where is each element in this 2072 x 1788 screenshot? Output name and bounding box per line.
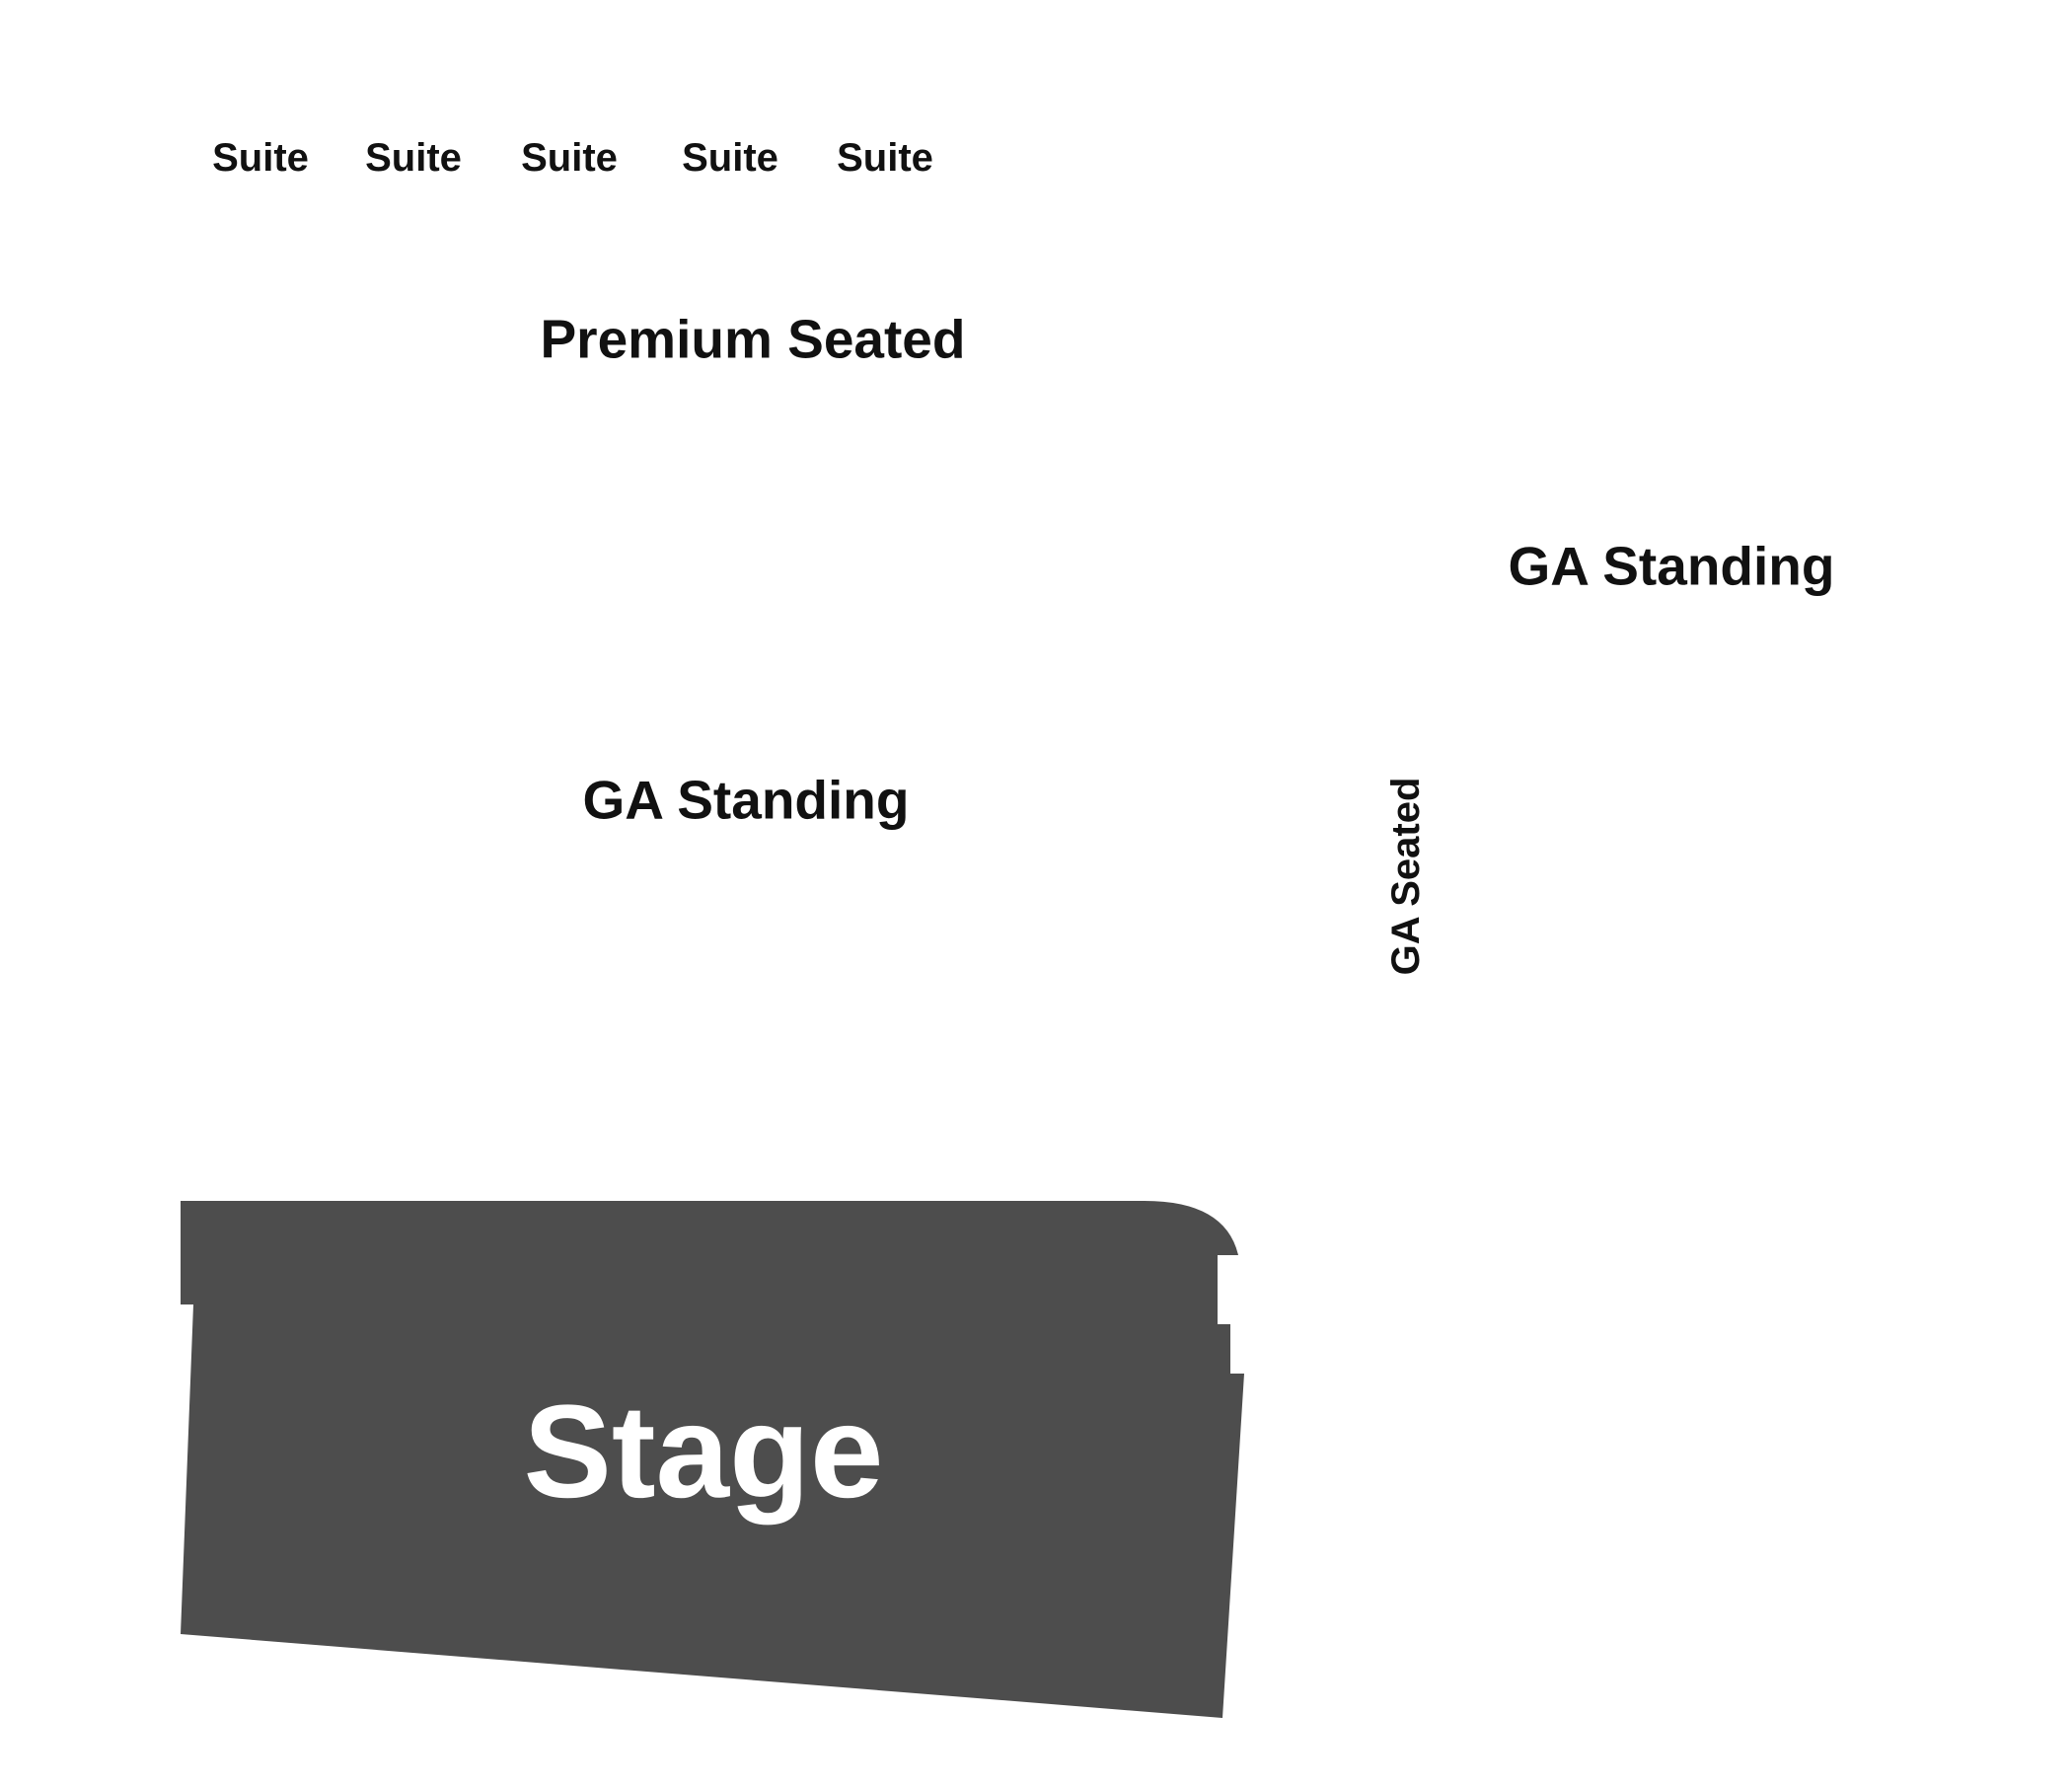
section-suite-4[interactable]: Suite [682,136,778,180]
section-ga-seated[interactable]: GA Seated [1384,777,1428,976]
section-suite-1[interactable]: Suite [212,136,309,180]
section-premium-seated[interactable]: Premium Seated [540,308,966,370]
stage-area[interactable] [181,1201,1244,1718]
section-suite-3[interactable]: Suite [521,136,618,180]
stage-label: Stage [523,1378,884,1526]
section-suite-2[interactable]: Suite [365,136,462,180]
section-ga-standing-right[interactable]: GA Standing [1508,535,1835,597]
section-suite-5[interactable]: Suite [837,136,933,180]
section-ga-standing-center[interactable]: GA Standing [582,769,910,831]
